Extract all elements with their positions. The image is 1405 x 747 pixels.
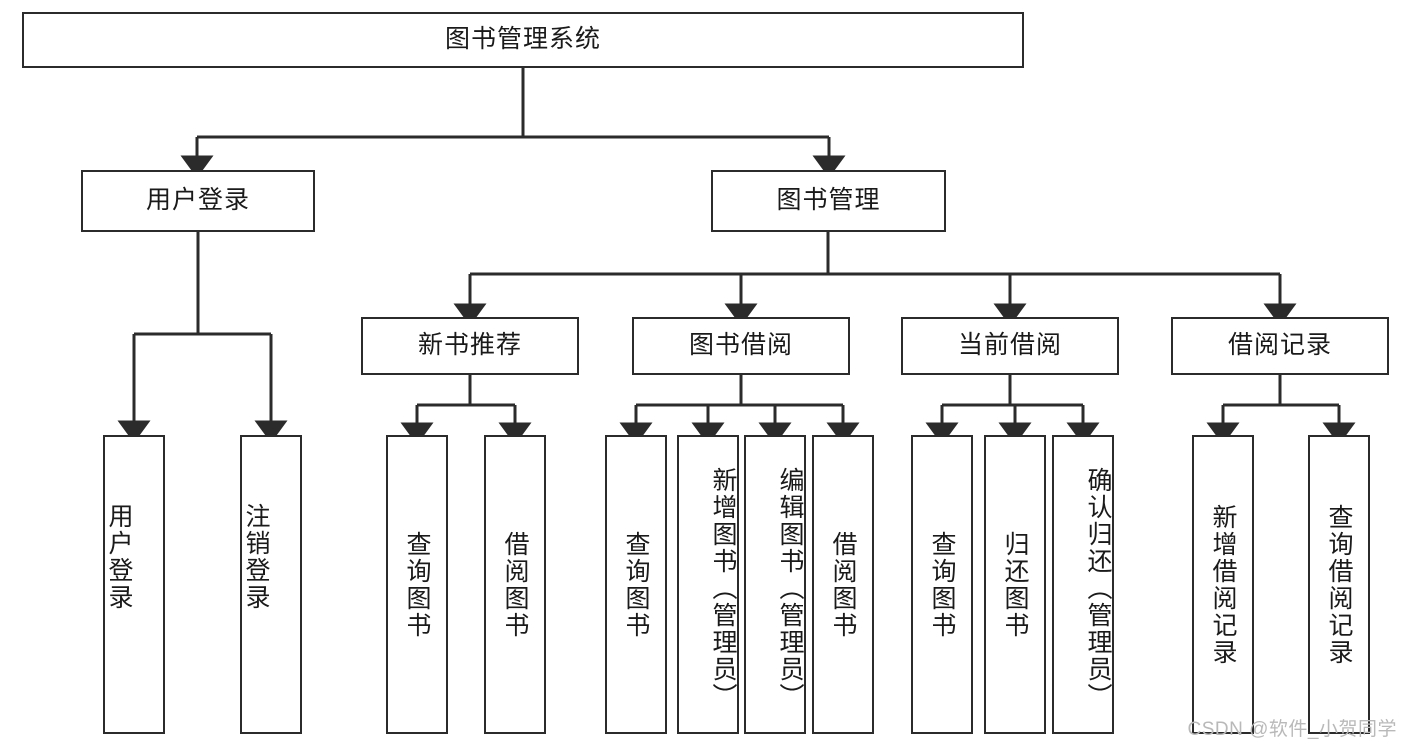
node-user-login[interactable]: 用户登录 [81,170,315,232]
node-leaf-query-book-1[interactable]: 查询图书 [386,435,448,734]
connectors [117,68,1356,445]
node-leaf-borrow-book-2[interactable]: 借阅图书 [812,435,874,734]
node-leaf-add-record[interactable]: 新增借阅记录 [1192,435,1254,734]
node-new-book-recommend[interactable]: 新书推荐 [361,317,579,375]
node-borrow-record[interactable]: 借阅记录 [1171,317,1389,375]
node-current-borrow[interactable]: 当前借阅 [901,317,1119,375]
node-leaf-user-login[interactable]: 用户登录 [103,435,165,734]
node-leaf-return-book[interactable]: 归还图书 [984,435,1046,734]
node-leaf-borrow-book-1[interactable]: 借阅图书 [484,435,546,734]
node-leaf-add-book[interactable]: 新增图书（管理员） [677,435,739,734]
node-root[interactable]: 图书管理系统 [22,12,1024,68]
node-leaf-query-book-3[interactable]: 查询图书 [911,435,973,734]
node-book-management[interactable]: 图书管理 [711,170,946,232]
node-book-borrow[interactable]: 图书借阅 [632,317,850,375]
node-leaf-edit-book[interactable]: 编辑图书（管理员） [744,435,806,734]
node-leaf-logout[interactable]: 注销登录 [240,435,302,734]
node-leaf-query-record[interactable]: 查询借阅记录 [1308,435,1370,734]
node-leaf-confirm-return[interactable]: 确认归还（管理员） [1052,435,1114,734]
watermark-text: CSDN @软件_小贺同学 [1187,719,1397,740]
node-leaf-query-book-2[interactable]: 查询图书 [605,435,667,734]
